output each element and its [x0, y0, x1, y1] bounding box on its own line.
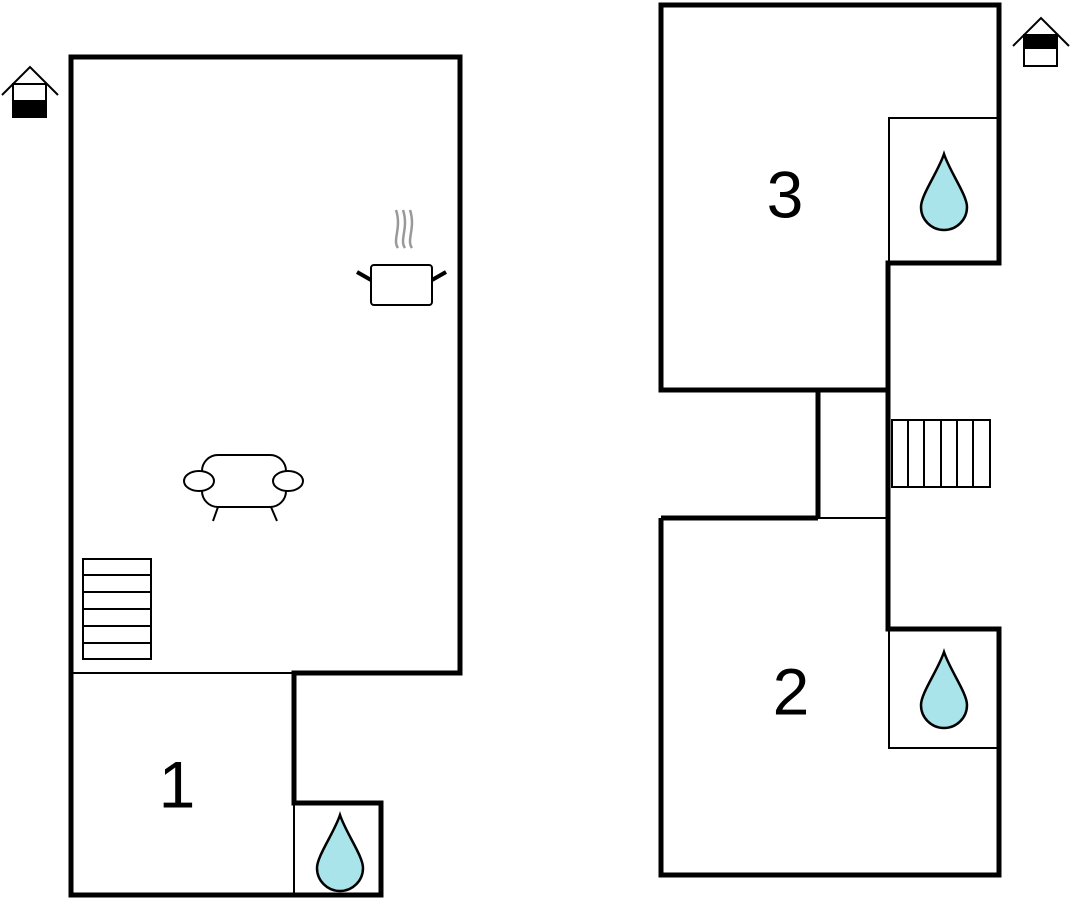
staircase-icon: [891, 419, 991, 488]
staircase-icon: [82, 558, 152, 660]
bathroom-2-box: [888, 628, 1000, 749]
upper-floor: 3 2: [658, 2, 1002, 878]
bathroom-3-box: [888, 117, 1000, 264]
bathroom-water-drop-icon: [919, 152, 969, 232]
bathroom-1-box: [293, 802, 382, 896]
bathroom-water-drop-icon: [315, 813, 365, 893]
room-2-outline: [658, 515, 1002, 878]
ground-floor: 1: [68, 54, 463, 898]
sofa-icon: [183, 454, 304, 522]
room-number-2: 2: [773, 654, 810, 728]
cooking-pot-icon: [356, 209, 447, 306]
house-ground-floor-icon: [1, 65, 59, 118]
bathroom-water-drop-icon: [919, 650, 969, 730]
room-number-3: 3: [767, 157, 804, 231]
house-upper-floor-icon: [1012, 16, 1070, 67]
room-number-1: 1: [159, 747, 196, 821]
